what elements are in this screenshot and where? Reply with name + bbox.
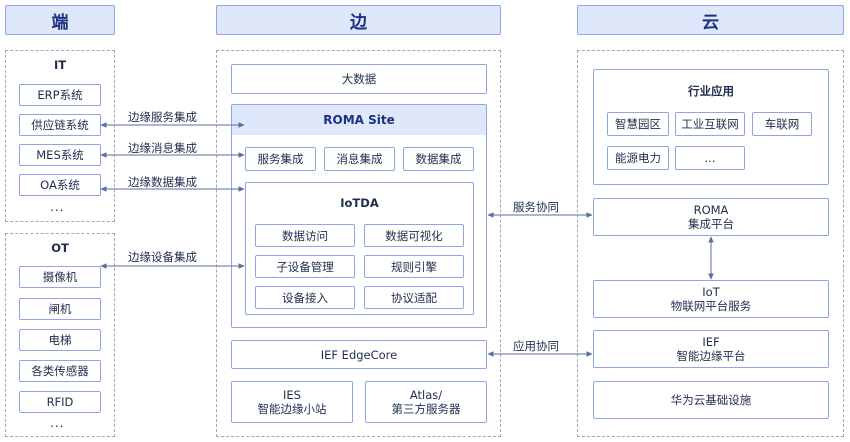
label-device-integration: 边缘设备集成 [128,250,197,264]
atlas-line2: 第三方服务器 [391,402,461,416]
it-more: ... [50,200,65,214]
iotda-subdevice-management: 子设备管理 [255,255,355,278]
label-service-integration: 边缘服务集成 [128,110,197,124]
ies-box: IES 智能边缘小站 [231,381,353,423]
iot-platform-line2: 物联网平台服务 [670,299,752,313]
industry-industrial-internet: 工业互联网 [675,112,745,136]
iotda-rule-engine: 规则引擎 [364,255,464,278]
iot-platform-line1: IoT [702,285,720,299]
it-title: IT [53,58,67,72]
roma-platform-line2: 集成平台 [688,217,734,231]
industry-app-title: 行业应用 [688,84,734,98]
atlas-line1: Atlas/ [409,388,443,402]
iot-platform-box: IoT 物联网平台服务 [593,280,829,318]
iotda-data-visualization: 数据可视化 [364,224,464,247]
it-item-mes: MES系统 [19,144,101,166]
iotda-device-access: 设备接入 [255,286,355,309]
roma-site-message-integration: 消息集成 [324,147,395,171]
label-data-integration: 边缘数据集成 [128,175,197,189]
ot-item-rfid: RFID [19,391,101,413]
label-app-collab: 应用协同 [513,339,559,353]
industry-smart-park: 智慧园区 [607,112,669,136]
roma-site-title: ROMA Site [232,105,486,135]
roma-site-service-integration: 服务集成 [245,147,316,171]
ot-item-camera: 摄像机 [19,266,101,288]
big-data-box: 大数据 [231,64,487,94]
industry-more: ... [675,146,745,170]
roma-site-data-integration: 数据集成 [403,147,474,171]
ief-platform-line1: IEF [702,335,720,349]
ot-title: OT [51,241,69,255]
ies-line2: 智能边缘小站 [257,402,327,416]
ot-item-sensors: 各类传感器 [19,360,101,382]
iotda-protocol-adaptation: 协议适配 [364,286,464,309]
ief-edgecore-box: IEF EdgeCore [231,340,487,369]
industry-energy-power: 能源电力 [607,146,669,170]
it-item-erp: ERP系统 [19,84,101,106]
ief-platform-line2: 智能边缘平台 [676,349,746,363]
it-item-oa: OA系统 [19,174,101,196]
ot-more: ... [50,416,65,430]
header-end: 端 [5,5,115,35]
ot-item-gate: 闸机 [19,298,101,320]
atlas-box: Atlas/ 第三方服务器 [365,381,487,423]
iotda-title: IoTDA [340,196,379,210]
ies-line1: IES [283,388,301,402]
label-message-integration: 边缘消息集成 [128,141,197,155]
roma-platform-line1: ROMA [693,203,729,217]
it-item-supply-chain: 供应链系统 [19,114,101,136]
ief-platform-box: IEF 智能边缘平台 [593,330,829,368]
label-service-collab: 服务协同 [513,200,559,214]
ot-item-elevator: 电梯 [19,329,101,351]
header-edge: 边 [216,5,501,35]
industry-vehicle-network: 车联网 [752,112,812,136]
huawei-cloud-infra-box: 华为云基础设施 [593,381,829,419]
roma-platform-box: ROMA 集成平台 [593,198,829,236]
header-cloud: 云 [577,5,844,35]
iotda-data-access: 数据访问 [255,224,355,247]
